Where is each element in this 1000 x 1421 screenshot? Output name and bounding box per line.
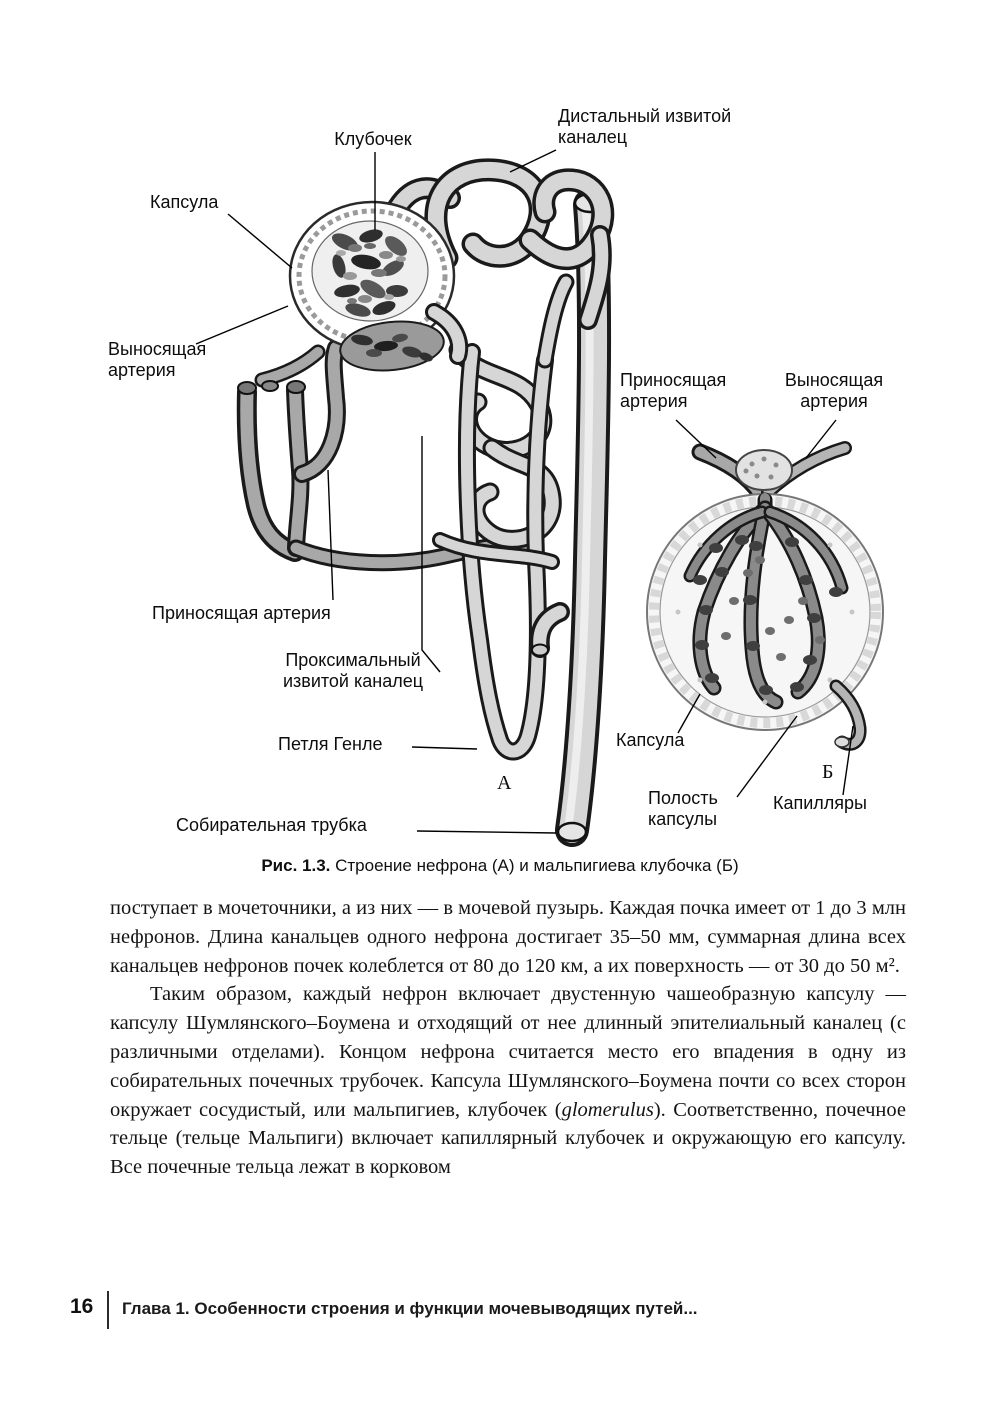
label-distal-tubule: Дистальный извитой каналец [558,106,732,148]
label-afferent-artery-a: Приносящая артерия [152,603,331,623]
glomerulus-capsule-a [288,200,469,372]
nephron-diagram-svg [195,149,884,847]
malpighian-corpuscle-b [646,441,884,751]
label-capsule-cavity: Полость капсулы [648,788,718,830]
letter-b-marker: Б [822,761,834,783]
body-text: поступает в мочеточники, а из них — в мо… [110,894,906,1182]
label-afferent-artery-b: Приносящая артерия [620,370,727,412]
footer-divider [107,1291,109,1329]
figure-1-3: Клубочек Дистальный извитой каналец Капс… [108,106,884,847]
tubule-network [432,273,575,761]
letter-a-marker: А [497,772,512,794]
label-glomerulus: Клубочек [334,129,412,149]
label-proximal-tubule: Проксимальный извитой каналец [282,650,424,692]
distal-tubule [384,158,615,330]
label-collecting-duct: Собирательная трубка [176,815,367,835]
paragraph-2-text: Таким образом, каждый нефрон включает дв… [110,983,906,1121]
paragraph-1: поступает в мочеточники, а из них — в мо… [110,897,906,977]
label-efferent-artery-b: Выносящая артерия [784,370,884,412]
page-number: 16 [70,1295,94,1318]
paragraph-2: Таким образом, каждый нефрон включает дв… [110,980,906,1182]
arteries-a [236,339,534,572]
label-capsule-b: Капсула [616,730,685,750]
figure-caption-number: Рис. 1.3. [261,856,331,875]
capillary-tree [683,492,849,710]
leader-lines [195,149,854,834]
label-capsule-a: Капсула [150,192,219,212]
glomerulus-italic-term: glomerulus [561,1098,654,1121]
label-henle-loop: Петля Генле [278,734,383,754]
figure-caption-text: Строение нефрона (А) и мальпигиева клубо… [330,856,739,875]
figure-caption: Рис. 1.3. Строение нефрона (А) и мальпиг… [0,856,1000,876]
paragraph-2-text-cont: ). Соответственно, почечное тельце (тель… [110,1098,906,1179]
label-efferent-artery-a: Выносящая артерия [108,339,207,381]
label-capillaries: Капилляры [773,793,867,813]
chapter-running-title: Глава 1. Особенности строения и функции … [122,1299,698,1318]
